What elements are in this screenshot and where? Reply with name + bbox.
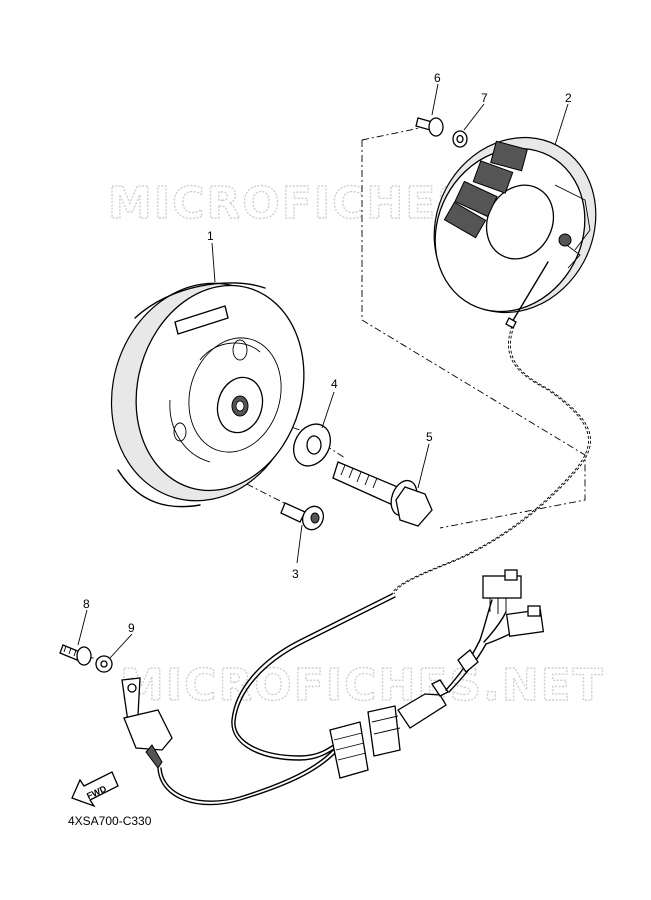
washer-9 — [95, 655, 113, 673]
callout-3: 3 — [292, 567, 299, 581]
callout-5: 5 — [426, 430, 433, 444]
connector-upper — [482, 569, 522, 614]
bolt-8 — [59, 644, 92, 666]
bolt-6 — [415, 117, 444, 137]
callout-2: 2 — [565, 91, 572, 105]
connector-lower — [505, 605, 545, 637]
drawing-code: 4XSA700-C330 — [68, 814, 152, 828]
callout-1: 1 — [207, 229, 214, 243]
callout-8: 8 — [83, 597, 90, 611]
washer-7 — [452, 130, 468, 148]
callout-labels: 1 2 3 4 5 6 7 8 9 — [83, 71, 572, 635]
screw-3 — [280, 502, 325, 531]
rotor — [110, 282, 305, 508]
bolt-5 — [332, 461, 433, 527]
callout-4: 4 — [331, 377, 338, 391]
leader-lines — [77, 83, 569, 659]
callout-6: 6 — [434, 71, 441, 85]
harness-clamps — [329, 679, 449, 779]
pickup-sensor — [121, 677, 173, 769]
callout-7: 7 — [481, 91, 488, 105]
stator — [433, 136, 597, 329]
fwd-arrow-icon: FWD — [71, 771, 119, 808]
watermark-bottom: MICROFICHES.NET — [120, 660, 605, 711]
callout-9: 9 — [128, 621, 135, 635]
